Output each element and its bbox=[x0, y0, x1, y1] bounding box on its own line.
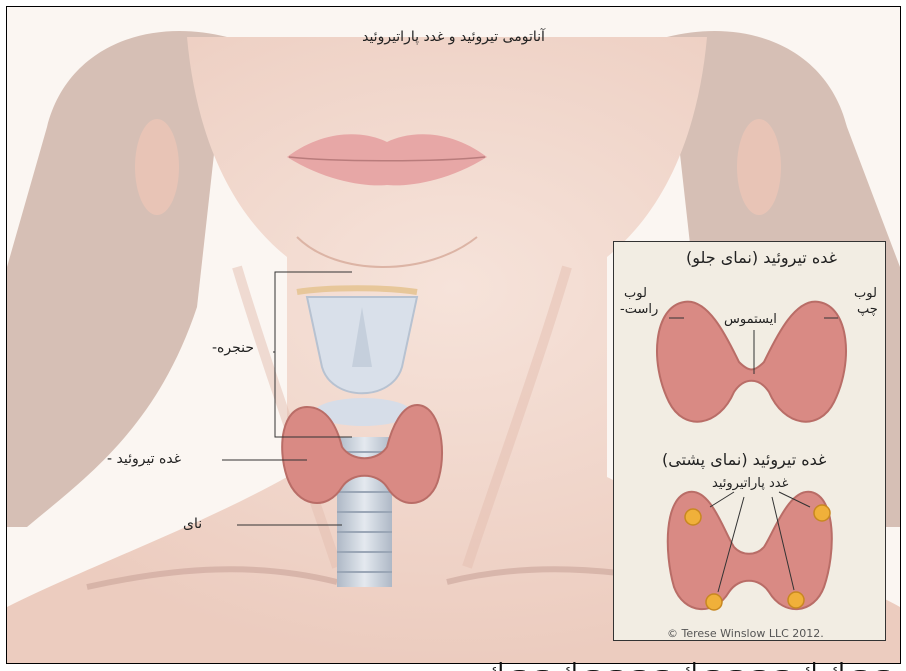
inset-back-title: غده تیروئید (نمای پشتی) bbox=[662, 450, 826, 469]
left-lobe-line2: چپ bbox=[857, 302, 878, 317]
copyright-credit: © Terese Winslow LLC 2012. bbox=[667, 627, 824, 640]
ear-left bbox=[135, 119, 179, 215]
right-lobe-line1: لوب bbox=[624, 286, 647, 301]
parathyroid-label: غدد پاراتیروئید bbox=[712, 476, 788, 491]
label-trachea: نای bbox=[183, 516, 202, 532]
left-lobe-line1: لوب bbox=[854, 286, 877, 301]
diagram-title: آناتومی تیروئید و غدد پاراتیروئید bbox=[7, 29, 900, 45]
ear-right bbox=[737, 119, 781, 215]
inset-front-title: غده تیروئید (نمای جلو) bbox=[686, 248, 837, 267]
inset-panel: غده تیروئید (نمای جلو) لوب راست- لوب چپ … bbox=[613, 241, 886, 641]
label-larynx: حنجره- bbox=[212, 340, 254, 356]
diagram-frame: آناتومی تیروئید و غدد پاراتیروئید حنجره-… bbox=[6, 6, 901, 664]
bottom-text-strip: ـ ح ح ك ك ح ح ح ح ك ح ح ح ح ك ح ح ك bbox=[0, 660, 906, 671]
label-thyroid: غده تیروئید - bbox=[107, 451, 181, 467]
right-lobe-line2: راست- bbox=[620, 302, 658, 317]
isthmus-label: ایستموس bbox=[724, 312, 777, 327]
